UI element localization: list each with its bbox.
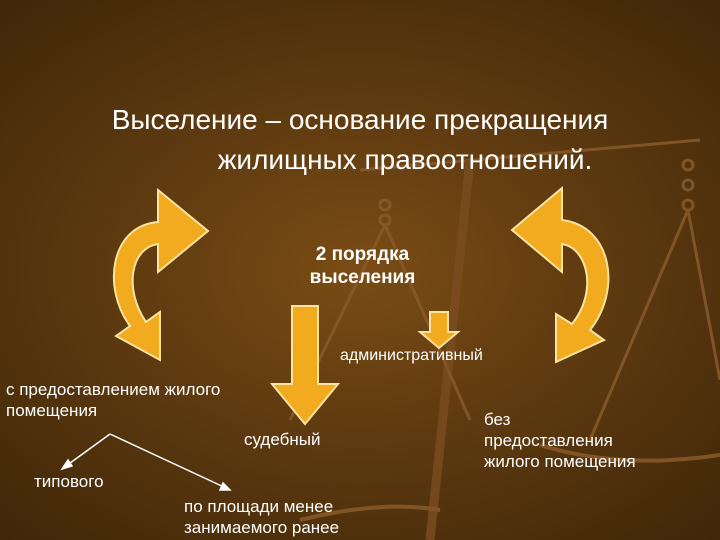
- curved-arrow-icon: [510, 185, 610, 364]
- curved-arrow-icon: [112, 187, 210, 362]
- by-area-line: занимаемого ранее: [184, 518, 340, 537]
- center-node: 2 порядка выселения: [280, 243, 445, 289]
- without-housing-line: предоставления: [484, 431, 613, 450]
- down-arrow-icon: [269, 305, 341, 426]
- center-node-line: 2 порядка: [315, 244, 410, 265]
- by-area-node: по площади менее занимаемого ранее: [184, 496, 339, 538]
- administrative-node: административный: [340, 347, 483, 364]
- judicial-node: судебный: [244, 430, 321, 449]
- title-line: Выселение – основание прекращения: [111, 104, 609, 135]
- without-housing-node: без предоставления жилого помещения: [484, 409, 636, 472]
- title-line: жилищных правоотношений.: [217, 144, 593, 175]
- with-housing-line: с предоставлением жилого: [6, 380, 221, 399]
- by-area-line: по площади менее: [184, 497, 334, 516]
- center-node-line: выселения: [309, 267, 416, 288]
- down-arrow-icon: [417, 311, 461, 350]
- without-housing-line: жилого помещения: [484, 452, 636, 471]
- without-housing-line: без: [484, 410, 511, 429]
- typical-node: типового: [34, 472, 104, 491]
- with-housing-line: помещения: [6, 401, 98, 420]
- slide-title: Выселение – основание прекращения жилищн…: [60, 100, 660, 180]
- with-housing-node: с предоставлением жилого помещения: [6, 379, 220, 421]
